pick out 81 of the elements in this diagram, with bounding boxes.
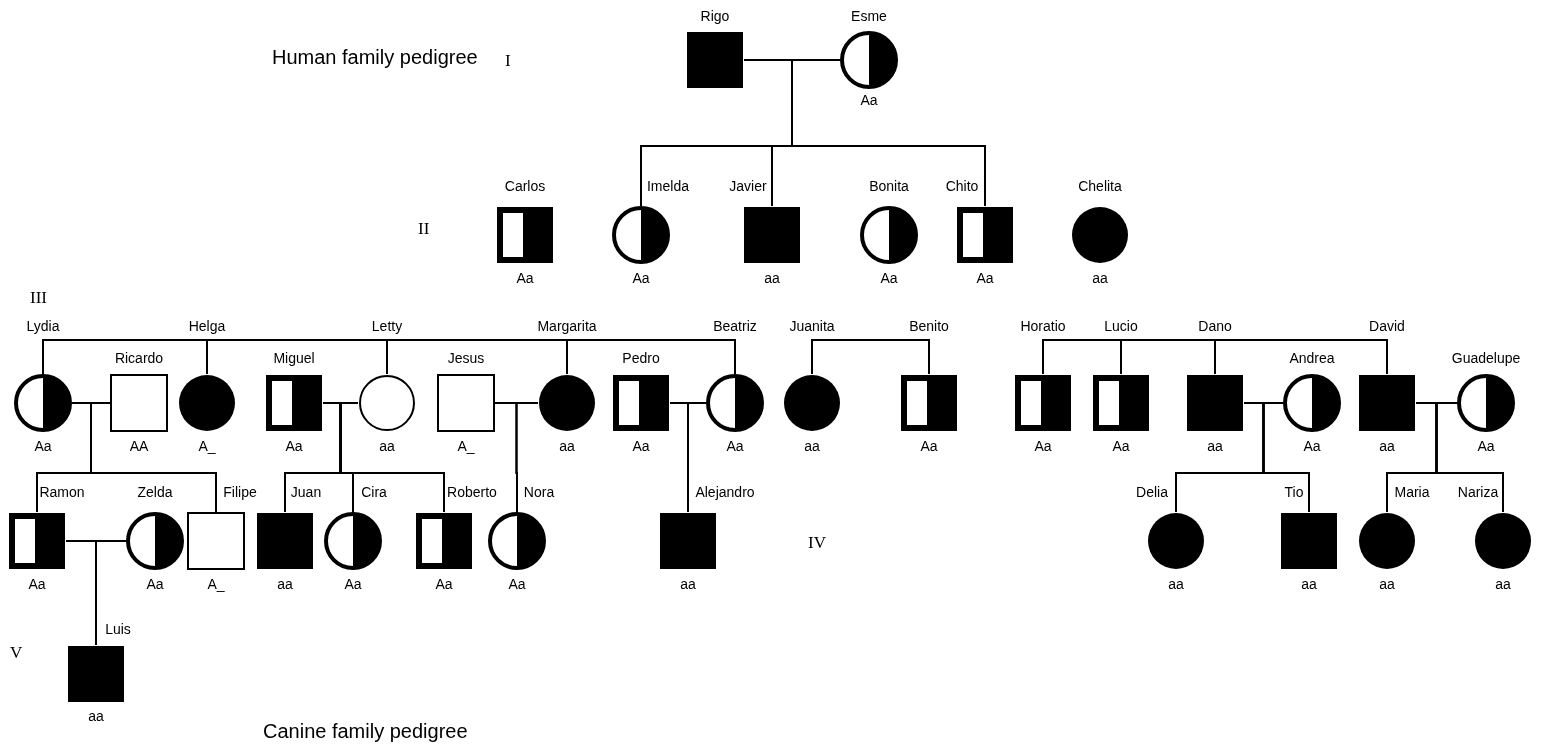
person-name: Luis bbox=[105, 621, 131, 637]
person-name: Ramon bbox=[39, 484, 85, 500]
person-name: Andrea bbox=[1289, 350, 1335, 366]
genotype-label: Aa bbox=[632, 438, 650, 454]
person-name: Cira bbox=[361, 484, 387, 500]
diagram-caption: Canine family pedigree bbox=[263, 720, 468, 742]
genotype-label: A_ bbox=[198, 438, 216, 454]
genotype-label: Aa bbox=[508, 576, 526, 592]
person-name: Tio bbox=[1284, 484, 1304, 500]
person-name: Juanita bbox=[789, 318, 835, 334]
genotype-label: Aa bbox=[146, 576, 164, 592]
sibship-line bbox=[1120, 339, 1216, 375]
generation-numeral: II bbox=[418, 220, 430, 238]
person-name: Imelda bbox=[647, 178, 689, 194]
person-name: Margarita bbox=[537, 318, 597, 334]
person-name: Maria bbox=[1394, 484, 1430, 500]
sibship-line bbox=[811, 339, 930, 375]
generation-numeral: I bbox=[505, 52, 511, 70]
person-name: Carlos bbox=[504, 178, 546, 194]
genotype-label: Aa bbox=[1112, 438, 1130, 454]
person-name: Beatriz bbox=[713, 318, 757, 334]
person-name: Nariza bbox=[1457, 484, 1499, 500]
genotype-label: Aa bbox=[1303, 438, 1321, 454]
descent-line bbox=[1435, 402, 1504, 513]
diagram-title: Human family pedigree bbox=[272, 46, 478, 68]
genotype-label: AA bbox=[129, 438, 149, 454]
person-name: Delia bbox=[1136, 484, 1168, 500]
generation-numeral: V bbox=[10, 644, 23, 662]
descent-line bbox=[687, 402, 707, 513]
generation-numeral: IV bbox=[808, 534, 826, 552]
genotype-label: Aa bbox=[976, 270, 994, 286]
genotype-label: Aa bbox=[920, 438, 938, 454]
genotype-label: A_ bbox=[457, 438, 475, 454]
sibship-line bbox=[566, 339, 736, 375]
genotype-label: Aa bbox=[726, 438, 744, 454]
person-name: Roberto bbox=[447, 484, 497, 500]
person-name: Horatio bbox=[1020, 318, 1066, 334]
person-name: Dano bbox=[1198, 318, 1232, 334]
person-name: Lydia bbox=[26, 318, 60, 334]
person-name: Chito bbox=[945, 178, 979, 194]
person-name: Nora bbox=[523, 484, 555, 500]
genotype-label: Aa bbox=[1034, 438, 1052, 454]
person-name: Rigo bbox=[700, 8, 730, 24]
person-name: Letty bbox=[371, 318, 403, 334]
genotype-label: Aa bbox=[860, 92, 878, 108]
person-name: David bbox=[1369, 318, 1405, 334]
sibship-line bbox=[206, 339, 388, 375]
genotype-label: Aa bbox=[880, 270, 898, 286]
person-name: Ricardo bbox=[114, 350, 164, 366]
genotype-label: Aa bbox=[34, 438, 52, 454]
person-name: Zelda bbox=[137, 484, 173, 500]
genotype-label: Aa bbox=[28, 576, 46, 592]
sibship-line bbox=[1214, 339, 1388, 375]
person-name: Bonita bbox=[869, 178, 909, 194]
descent-line bbox=[95, 540, 127, 646]
person-name: Pedro bbox=[622, 350, 660, 366]
genotype-label: A_ bbox=[207, 576, 225, 592]
person-name: Jesus bbox=[447, 350, 485, 366]
person-name: Miguel bbox=[273, 350, 315, 366]
sibship-line bbox=[1042, 339, 1122, 375]
genotype-label: Aa bbox=[435, 576, 453, 592]
person-name: Guadelupe bbox=[1451, 350, 1521, 366]
descent-line bbox=[1262, 402, 1310, 513]
person-name: Javier bbox=[729, 178, 767, 194]
person-name: Esme bbox=[851, 8, 887, 24]
generation-numeral: III bbox=[30, 289, 47, 307]
genotype-label: Aa bbox=[1477, 438, 1495, 454]
sibship-line bbox=[386, 339, 568, 375]
person-name: Benito bbox=[909, 318, 949, 334]
person-name: Chelita bbox=[1078, 178, 1122, 194]
genotype-label: Aa bbox=[516, 270, 534, 286]
person-name: Alejandro bbox=[695, 484, 755, 500]
person-name: Lucio bbox=[1104, 318, 1138, 334]
descent-line bbox=[515, 402, 539, 513]
genotype-label: Aa bbox=[285, 438, 303, 454]
person-name: Filipe bbox=[223, 484, 257, 500]
sibship-line bbox=[42, 339, 208, 375]
genotype-label: Aa bbox=[632, 270, 650, 286]
person-name: Juan bbox=[290, 484, 322, 500]
genotype-label: Aa bbox=[344, 576, 362, 592]
person-name: Helga bbox=[188, 318, 226, 334]
